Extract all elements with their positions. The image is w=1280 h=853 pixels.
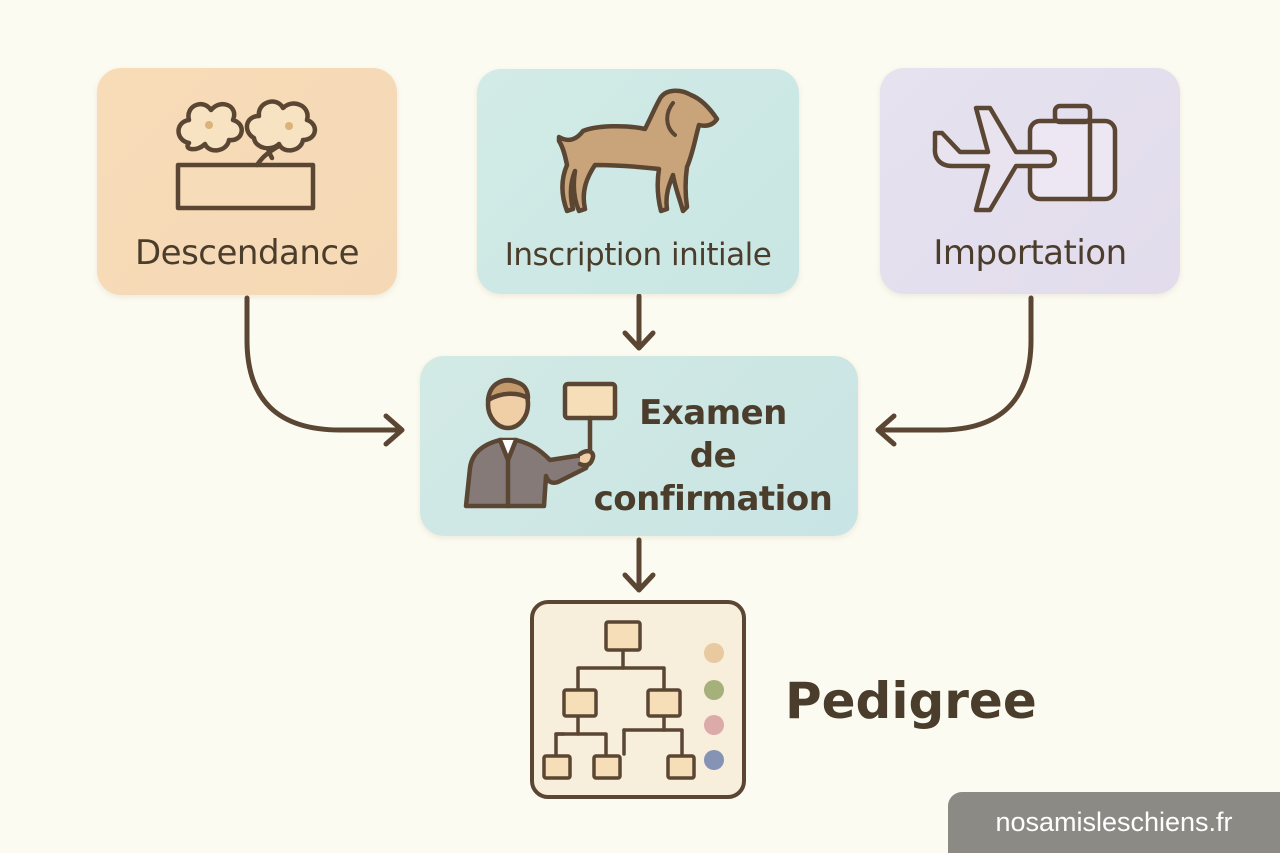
legend-dot-1 <box>704 643 724 663</box>
node-descendance: Descendance <box>97 68 397 295</box>
arrowhead-bottom <box>622 572 656 593</box>
legend-dot-2 <box>704 680 724 700</box>
node-importation-label: Importation <box>933 233 1127 273</box>
node-pedigree-label: Pedigree <box>785 672 1037 730</box>
arrowhead-left <box>383 413 405 447</box>
arrowhead-right <box>875 413 897 447</box>
node-examen-de-confirmation: Examen de confirmation <box>420 356 858 536</box>
arrowhead-top <box>622 330 656 351</box>
node-descendance-label: Descendance <box>134 233 360 273</box>
node-pedigree <box>530 600 746 799</box>
airplane-luggage-icon <box>932 103 1118 213</box>
site-watermark: nosamisleschiens.fr <box>948 792 1280 853</box>
arrow-descendance-to-examen <box>244 295 403 433</box>
node-inscription-initiale-label: Inscription initiale <box>504 237 772 273</box>
legend-dot-4 <box>704 750 724 770</box>
dog-icon <box>556 88 720 214</box>
legend-dot-3 <box>704 715 724 735</box>
node-examen-line-1: Examen <box>639 393 787 433</box>
family-tree-icon <box>542 620 724 780</box>
node-examen-label: Examen de confirmation <box>578 392 848 521</box>
node-examen-line-2: de <box>689 436 737 476</box>
flowers-planter-icon <box>175 99 317 211</box>
node-importation: Importation <box>880 68 1180 294</box>
node-examen-line-3: confirmation <box>593 479 833 519</box>
node-inscription-initiale: Inscription initiale <box>477 69 799 294</box>
judge-with-sign-icon <box>463 377 618 509</box>
arrow-importation-to-examen <box>877 295 1034 433</box>
